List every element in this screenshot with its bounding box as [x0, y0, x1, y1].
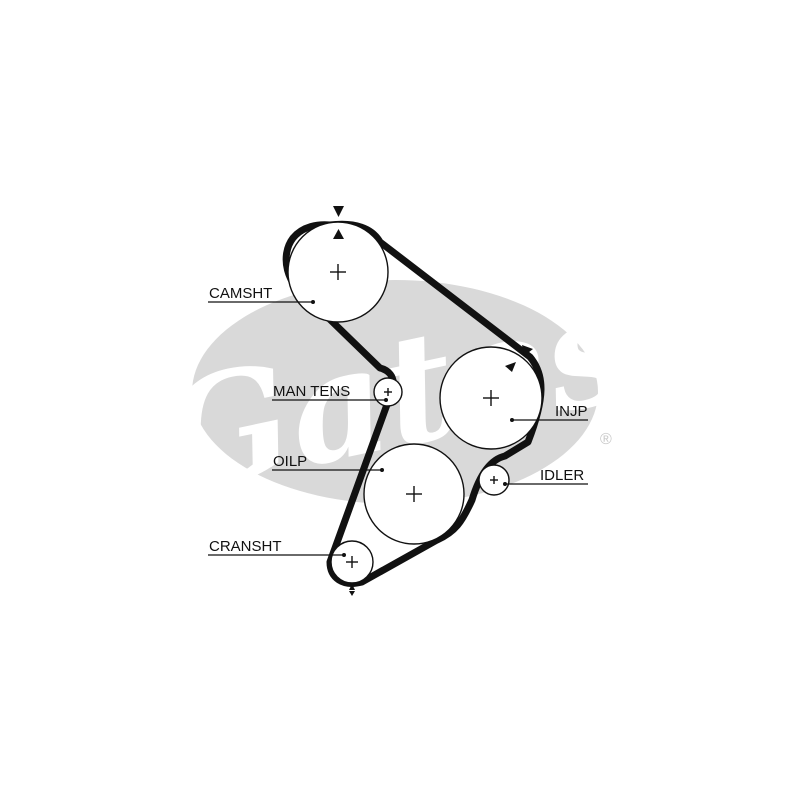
oilp-label: OILP: [273, 453, 307, 470]
registered-mark: ®: [600, 431, 612, 448]
man-tens-label: MAN TENS: [273, 383, 350, 400]
idler-label: IDLER: [540, 467, 584, 484]
camshaft-timing-mark-bottom: [333, 229, 344, 239]
idler-pulley: [478, 464, 510, 496]
camshaft-timing-mark-top: [333, 206, 344, 217]
injp-label: INJP: [555, 403, 588, 420]
injp-pulley: [439, 346, 543, 450]
timing-belt: [282, 220, 545, 587]
injp-timing-mark-outer: [522, 345, 533, 356]
cransht-label: CRANSHT: [209, 538, 282, 555]
camshaft-pulley: [287, 221, 389, 323]
crankshaft-timing-mark-outer: [349, 591, 355, 596]
man-tens-pulley: [373, 377, 403, 407]
crankshaft-pulley: [330, 540, 374, 584]
oilp-pulley: [363, 443, 465, 545]
injp-timing-mark-inner: [505, 362, 516, 372]
crankshaft-timing-mark-inner: [349, 584, 355, 590]
camsht-label: CAMSHT: [209, 285, 272, 302]
